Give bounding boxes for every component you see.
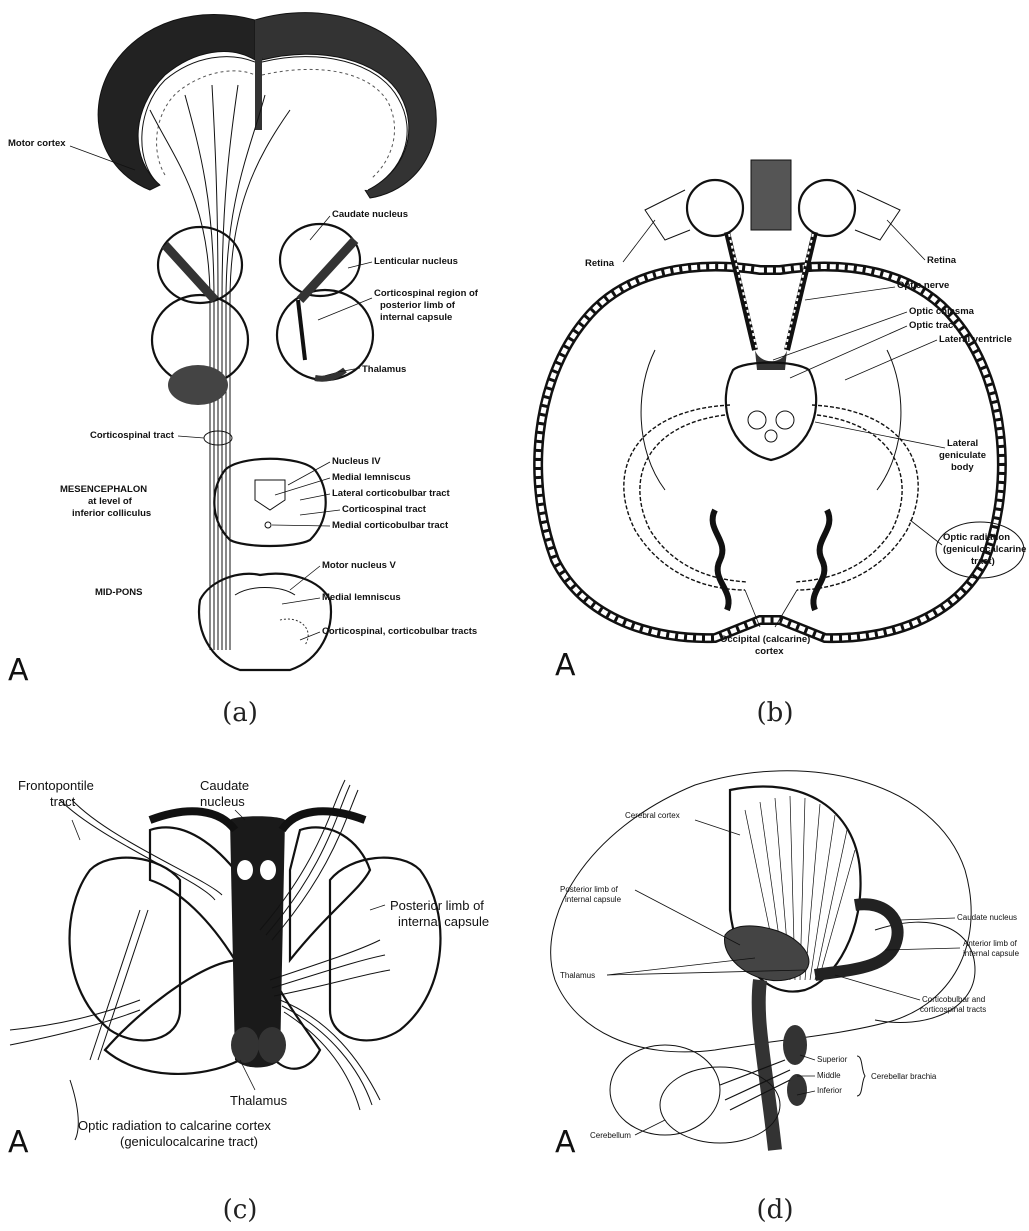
label-cs-region-3: internal capsule <box>380 312 452 323</box>
caudate-d <box>815 904 898 975</box>
label-lgb-1: Lateral <box>947 438 978 449</box>
optic-radiations <box>624 405 918 590</box>
label-lateral-corticobulbar: Lateral corticobulbar tract <box>332 488 451 499</box>
label-frontopontile-1: Frontopontile <box>18 778 94 793</box>
label-lgb-2: geniculate <box>939 450 986 461</box>
basal-ganglia-right <box>277 224 373 380</box>
label-anterior-limb-1: Anterior limb of <box>963 939 1018 948</box>
caption-c: (c) <box>200 1195 280 1225</box>
label-caudate-d: Caudate nucleus <box>957 913 1017 922</box>
label-lenticular: Lenticular nucleus <box>374 256 458 267</box>
label-optic-nerve: Optic nerve <box>897 280 949 291</box>
label-caudate-1: Caudate <box>200 778 249 793</box>
label-superior: Superior <box>817 1055 848 1064</box>
label-posterior-limb-2: internal capsule <box>398 914 489 929</box>
label-mesencephalon-1: MESENCEPHALON <box>60 484 147 495</box>
label-posterior-limb-d-2: internal capsule <box>565 895 622 904</box>
label-anterior-limb-2: internal capsule <box>963 949 1020 958</box>
label-lateral-ventricle: Lateral ventricle <box>939 334 1012 345</box>
label-optic-radiation-2: (geniculocalcarine <box>943 544 1026 555</box>
label-thalamus-d: Thalamus <box>560 971 595 980</box>
label-caudate-2: nucleus <box>200 794 245 809</box>
panel-a-letter: A <box>8 653 29 688</box>
panel-b-letter: A <box>555 648 576 680</box>
label-corticobulbar-2: corticospinal tracts <box>920 1005 986 1014</box>
label-medial-corticobulbar: Medial corticobulbar tract <box>332 520 449 531</box>
label-middle: Middle <box>817 1071 841 1080</box>
label-mesencephalon-3: inferior colliculus <box>72 508 151 519</box>
panel-c-letter: A <box>8 1125 29 1160</box>
caption-a: (a) <box>200 698 280 728</box>
label-retina-right: Retina <box>927 255 957 266</box>
label-mesencephalon-2: at level of <box>88 496 133 507</box>
label-lgb-3: body <box>951 462 974 473</box>
label-nucleus-iv: Nucleus IV <box>332 456 381 467</box>
label-occipital-2: cortex <box>755 646 784 657</box>
panel-b-diagram: Retina Retina Optic nerve Optic chiasma … <box>515 150 1029 680</box>
label-cs-cb-tracts: Corticospinal, corticobulbar tracts <box>322 626 477 637</box>
label-cerebellar-brachia: Cerebellar brachia <box>871 1072 937 1081</box>
panel-d-letter: A <box>555 1125 576 1160</box>
thalamus-brainstem-d <box>725 926 809 1150</box>
label-optic-rad-c-2: (geniculocalcarine tract) <box>120 1134 258 1149</box>
label-thalamus-c: Thalamus <box>230 1093 288 1108</box>
label-optic-radiation-1: Optic radiation <box>943 532 1010 543</box>
label-mid-pons: MID-PONS <box>95 587 143 598</box>
label-optic-tract: Optic tract <box>909 320 957 331</box>
label-cs-region-1: Corticospinal region of <box>374 288 479 299</box>
label-medial-lemniscus-2: Medial lemniscus <box>322 592 401 603</box>
caption-d: (d) <box>735 1195 815 1225</box>
label-corticospinal-tract: Corticospinal tract <box>90 430 175 441</box>
label-motor-nucleus-v: Motor nucleus V <box>322 560 397 571</box>
cerebellum-d <box>610 1045 780 1143</box>
label-posterior-limb-d-1: Posterior limb of <box>560 885 619 894</box>
label-cs-region-2: posterior limb of <box>380 300 456 311</box>
label-posterior-limb-1: Posterior limb of <box>390 898 484 913</box>
mid-pons-section <box>199 574 331 670</box>
basal-ganglia-left <box>152 227 248 405</box>
mesencephalon-section <box>214 459 325 546</box>
panel-d-diagram: Cerebral cortex Posterior limb of intern… <box>515 760 1029 1160</box>
label-corticobulbar-1: Corticobulbar and <box>922 995 985 1004</box>
label-optic-chiasma: Optic chiasma <box>909 306 975 317</box>
label-optic-radiation-3: tract) <box>971 556 995 567</box>
caption-b: (b) <box>735 698 815 728</box>
label-inferior: Inferior <box>817 1086 842 1095</box>
label-corticospinal-tract-2: Corticospinal tract <box>342 504 427 515</box>
label-occipital-1: Occipital (calcarine) <box>720 634 810 645</box>
panel-a-diagram: Motor cortex Caudate nucleus Lenticular … <box>0 0 515 700</box>
label-optic-rad-c-1: Optic radiation to calcarine cortex <box>78 1118 271 1133</box>
panel-c-diagram: Frontopontile tract Caudate nucleus Post… <box>0 760 515 1160</box>
frontopontile-tract <box>60 800 222 1060</box>
label-medial-lemniscus: Medial lemniscus <box>332 472 411 483</box>
label-thalamus: Thalamus <box>362 364 406 375</box>
label-retina-left: Retina <box>585 258 615 269</box>
label-cerebellum: Cerebellum <box>590 1131 631 1140</box>
label-caudate: Caudate nucleus <box>332 209 408 220</box>
label-motor-cortex: Motor cortex <box>8 138 66 149</box>
motor-cortex-shape <box>98 13 436 198</box>
label-frontopontile-2: tract <box>50 794 76 809</box>
eyes-orbits <box>645 160 900 240</box>
occipital-folds <box>713 510 830 610</box>
label-cerebral-cortex: Cerebral cortex <box>625 811 680 820</box>
